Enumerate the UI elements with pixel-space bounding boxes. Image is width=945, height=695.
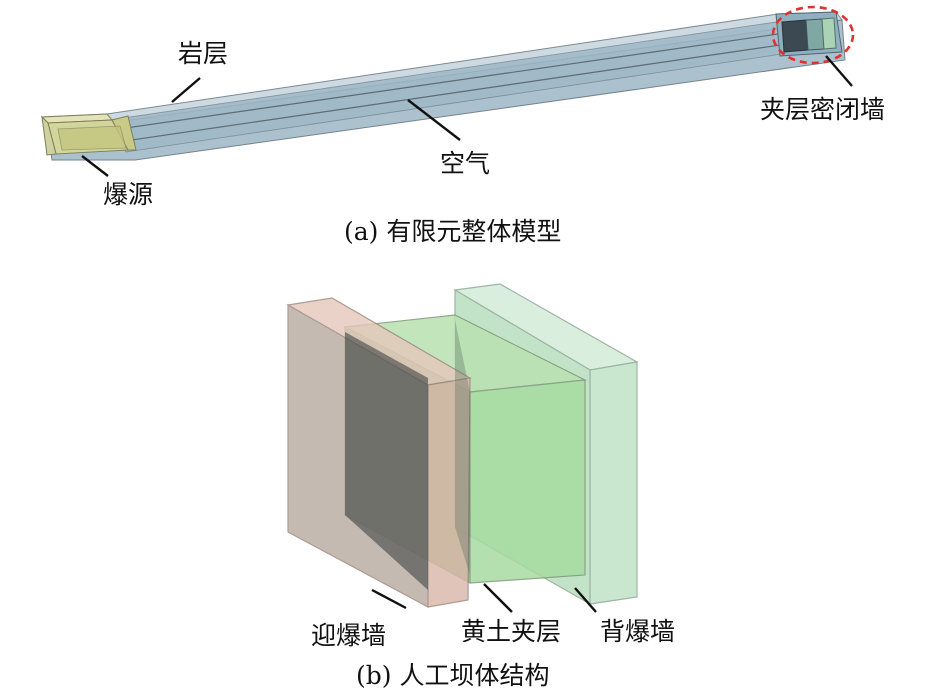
caption-b: (b) 人工坝体结构 xyxy=(356,661,549,690)
label-source: 爆源 xyxy=(103,180,153,209)
air-core-edge xyxy=(117,42,795,143)
label-loess: 黄土夹层 xyxy=(461,617,561,646)
leader-back-wall xyxy=(574,587,597,613)
label-front-wall: 迎爆墙 xyxy=(311,621,386,650)
leader-rock xyxy=(171,77,201,103)
label-rock: 岩层 xyxy=(178,39,228,68)
fe-model: 岩层 空气 爆源 夹层密闭墙 (a) 有限元整体模型 xyxy=(40,5,885,246)
leader-source xyxy=(81,155,109,177)
leader-front-wall xyxy=(371,588,407,610)
overlap-region xyxy=(345,332,428,590)
label-sealed-wall: 夹层密闭墙 xyxy=(760,95,885,124)
label-back-wall: 背爆墙 xyxy=(600,617,675,646)
label-air: 空气 xyxy=(440,149,490,178)
caption-a: (a) 有限元整体模型 xyxy=(344,217,561,246)
air-core-edge xyxy=(111,31,793,131)
overlap-region xyxy=(455,320,470,575)
leader-loess xyxy=(483,583,513,613)
leader-air xyxy=(407,99,461,141)
dam-structure: 迎爆墙 黄土夹层 背爆墙 (b) 人工坝体结构 xyxy=(286,283,675,690)
explosion-source-block xyxy=(40,113,137,156)
highlight-ellipse xyxy=(771,5,855,65)
leader-wall xyxy=(825,55,853,87)
sealed-wall-block xyxy=(775,11,843,57)
